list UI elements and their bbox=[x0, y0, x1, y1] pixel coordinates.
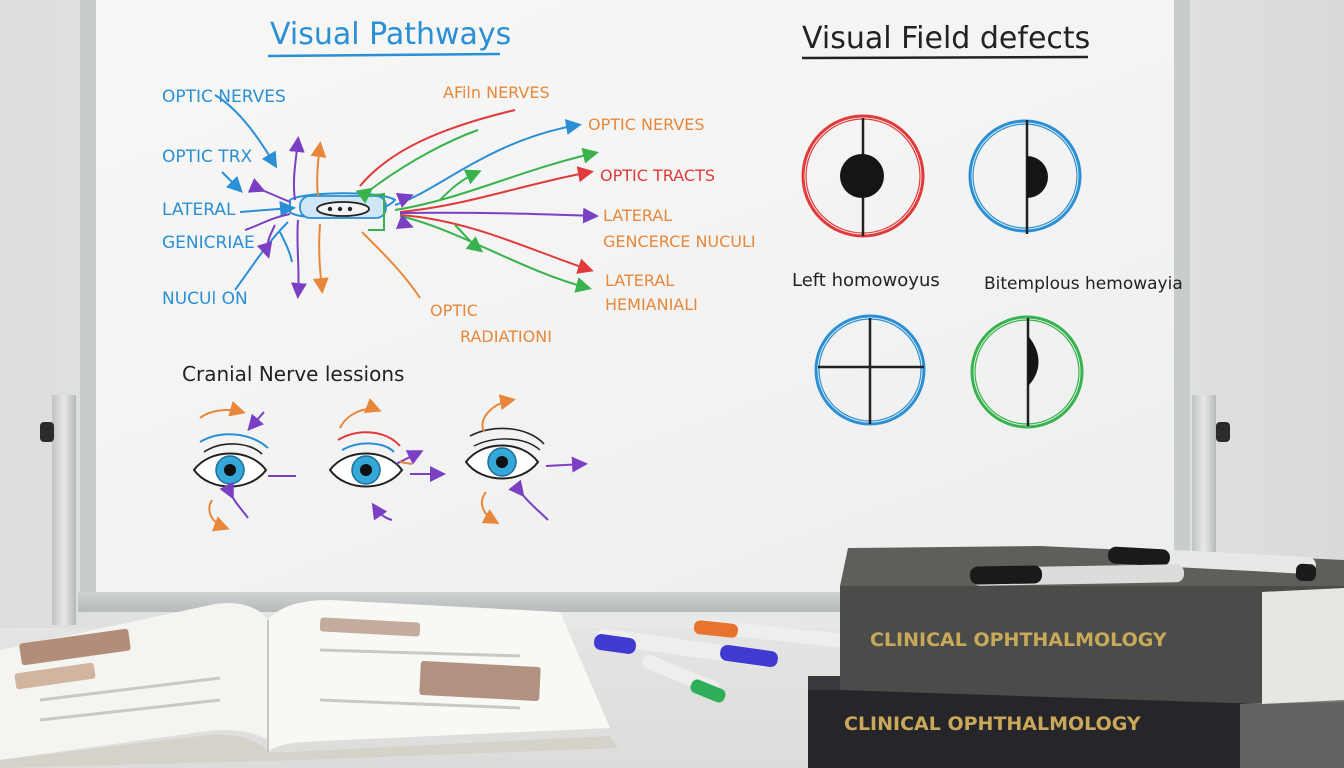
label-afiln-nerves: AFiln NERVES bbox=[443, 83, 550, 102]
label-optic-tracts: OPTIC TRACTS bbox=[600, 166, 715, 185]
field-defect-circle-4 bbox=[970, 315, 1084, 429]
field-defect-circle-3 bbox=[814, 314, 926, 426]
marker-green bbox=[642, 654, 726, 703]
label-optic-trx: OPTIC TRX bbox=[162, 147, 253, 167]
label-hemianiali: HEMIANIALI bbox=[605, 295, 698, 314]
field-label-left-homowoyus: Left homowoyus bbox=[792, 270, 940, 291]
title-visual-pathways: Visual Pathways bbox=[270, 17, 511, 52]
title-underline-right bbox=[801, 55, 1089, 60]
whiteboard bbox=[96, 0, 1174, 594]
stand-knob-right bbox=[1216, 422, 1230, 442]
stand-knob-left bbox=[40, 422, 54, 442]
label-nucul-on: NUCUl ON bbox=[162, 289, 248, 309]
book-bottom-title: CLINICAL OPHTHALMOLOGY bbox=[844, 713, 1141, 735]
marker-black-1 bbox=[1107, 546, 1317, 582]
label-lateral-left: LATERAL bbox=[162, 200, 236, 220]
label-gencerce-nuculi: GENCERCE NUCULI bbox=[603, 232, 756, 251]
title-cranial-nerve-lessions: Cranial Nerve lessions bbox=[182, 362, 404, 386]
label-radiationi: RADIATIONI bbox=[460, 327, 552, 346]
eye-diagram-1 bbox=[192, 401, 296, 532]
label-genicriae: GENICRIAE bbox=[162, 233, 255, 253]
open-book bbox=[0, 600, 618, 768]
title-visual-field-defects: Visual Field defects bbox=[802, 21, 1090, 56]
pathway-diagram bbox=[214, 94, 599, 299]
label-lateral-right-1: LATERAL bbox=[603, 206, 672, 225]
label-optic-bottom: OPTIC bbox=[430, 301, 478, 320]
eye-diagram-2 bbox=[328, 398, 446, 521]
marker-blue bbox=[593, 628, 778, 668]
book-top-title: CLINICAL OPHTHALMOLOGY bbox=[870, 629, 1167, 651]
label-lateral-right-2: LATERAL bbox=[605, 271, 674, 290]
field-label-bitemplous: Bitemplous hemowayia bbox=[984, 274, 1183, 294]
eye-diagram-3 bbox=[464, 394, 588, 524]
marker-black-2 bbox=[969, 564, 1185, 586]
label-optic-nerves-left: OPTIC NERVES bbox=[162, 87, 286, 107]
label-optic-nerves-right: OPTIC NERVES bbox=[588, 115, 705, 134]
stand-left bbox=[52, 395, 76, 625]
book-stack bbox=[808, 546, 1344, 768]
field-defect-circle-2 bbox=[968, 119, 1082, 234]
marker-orange bbox=[693, 618, 844, 648]
title-underline-left bbox=[267, 52, 501, 58]
field-defect-circle-1 bbox=[801, 114, 925, 238]
